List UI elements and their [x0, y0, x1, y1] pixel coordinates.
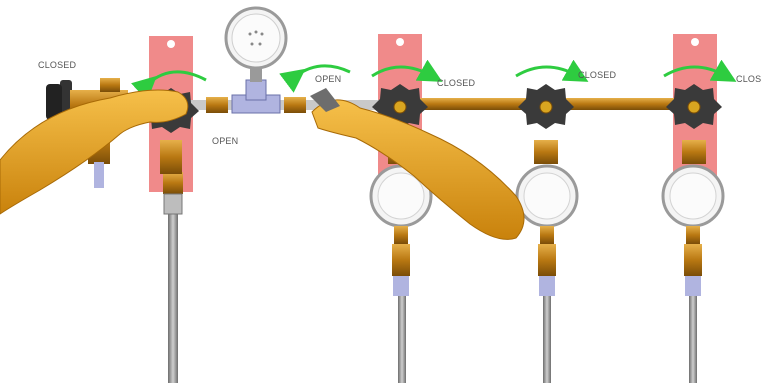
gauge-3: [515, 164, 579, 296]
down-pipe-4: [689, 296, 697, 383]
tee-fitting: [231, 62, 281, 114]
label-open-valve-1: OPEN: [212, 136, 239, 146]
valve-4[interactable]: [666, 84, 722, 164]
gloved-hand-icon: [0, 89, 189, 215]
coupling-b: [284, 97, 306, 113]
down-pipe-3: [543, 296, 551, 383]
label-closed-valve-2: CLOSED: [437, 78, 476, 88]
curved-green-arrow-icon: [515, 59, 589, 82]
steel-nut-1: [163, 193, 183, 215]
gloved-hand-icon: [310, 88, 525, 240]
down-pipe-1: [168, 196, 178, 383]
label-open-mid: OPEN: [315, 74, 342, 84]
valve-3[interactable]: [518, 84, 574, 164]
label-closed-valve-4: CLOSE: [736, 74, 762, 84]
label-closed-valve-3: CLOSED: [578, 70, 617, 80]
label-closed-far-left: CLOSED: [38, 60, 77, 70]
gauge-4: [661, 164, 725, 296]
curved-green-arrow-icon: [279, 64, 351, 93]
fitting-1: [163, 172, 183, 194]
down-pipe-2: [398, 296, 406, 383]
coupling-a: [206, 97, 228, 113]
curved-green-arrow-icon: [371, 59, 443, 82]
curved-green-arrow-icon: [131, 70, 207, 101]
curved-green-arrow-icon: [663, 59, 737, 82]
gauge-2: [369, 164, 433, 296]
top-gauge: [224, 6, 288, 70]
